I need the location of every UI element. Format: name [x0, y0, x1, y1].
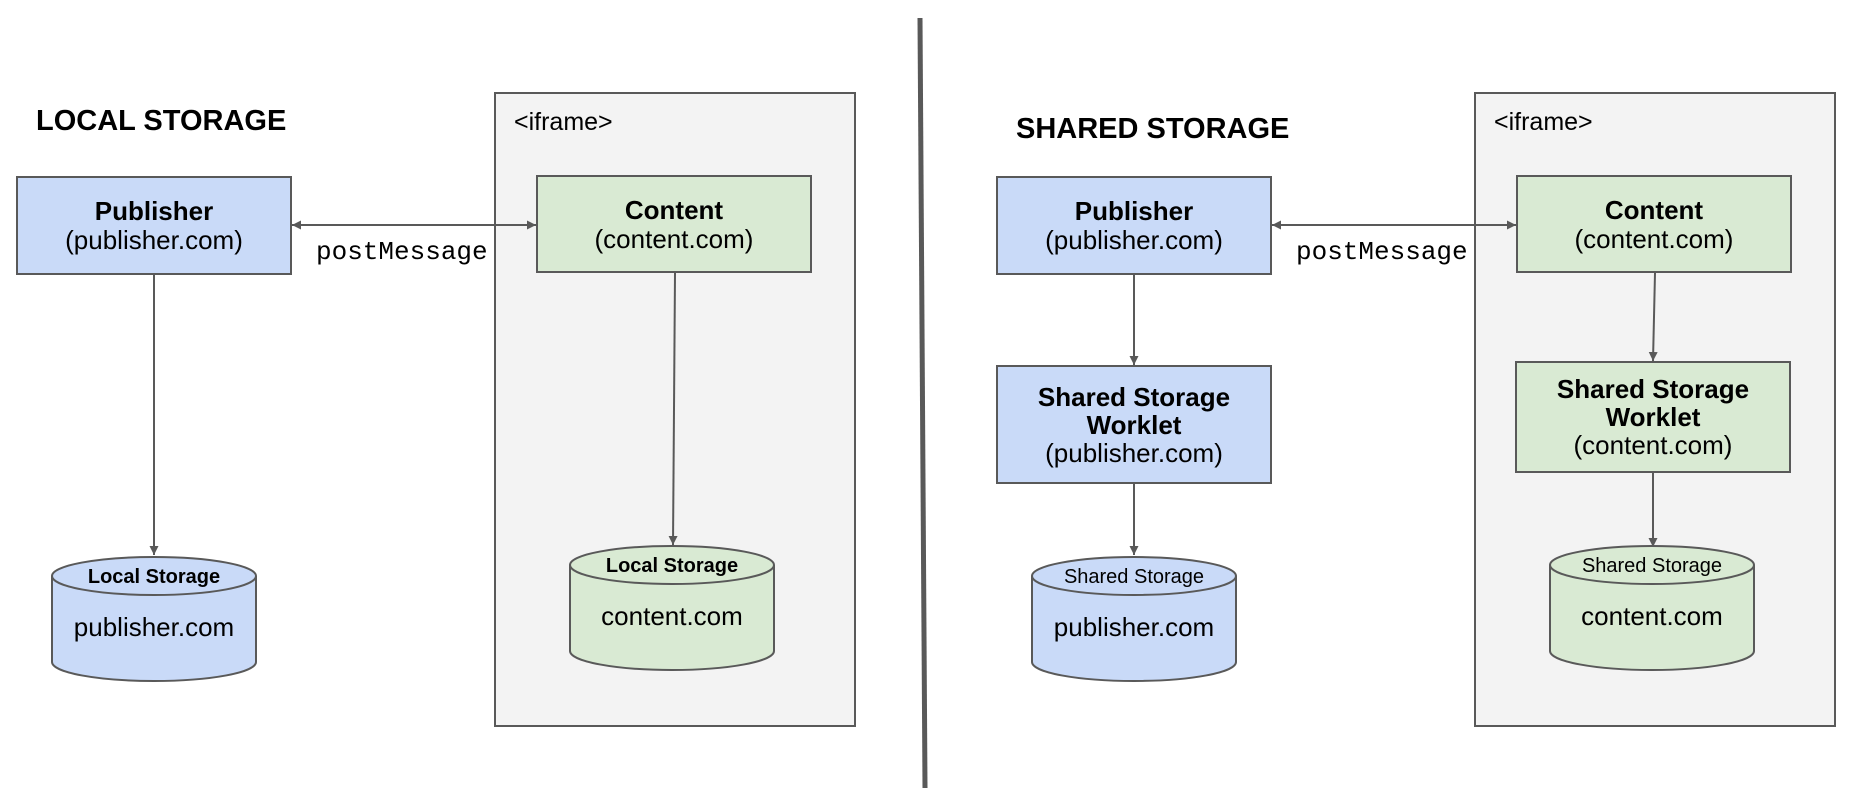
- right-content-worklet-box: Shared Storage Worklet (content.com): [1515, 361, 1791, 473]
- left-content-box: Content (content.com): [536, 175, 812, 273]
- local-storage-section: LOCAL STORAGE <iframe> Publisher (publis…: [16, 92, 856, 727]
- left-publisher-sub: (publisher.com): [65, 225, 243, 255]
- right-content-worklet-arrow: [1648, 272, 1658, 362]
- left-postmessage-label: postMessage: [316, 237, 488, 267]
- left-content-title: Content: [625, 195, 724, 225]
- right-content-title: Content: [1605, 195, 1704, 225]
- right-publisher-title: Publisher: [1075, 196, 1193, 226]
- right-content-worklet-title-1: Shared Storage: [1557, 374, 1749, 404]
- section-divider: [917, 17, 928, 789]
- left-content-storage-body: content.com: [601, 601, 743, 631]
- right-postmessage-label: postMessage: [1296, 237, 1468, 267]
- right-publisher-worklet-title-1: Shared Storage: [1038, 382, 1230, 412]
- left-content-storage-arrow: [668, 272, 678, 546]
- right-content-storage-body: content.com: [1581, 601, 1723, 631]
- left-content-storage-cylinder: Local Storage content.com: [569, 545, 775, 671]
- left-publisher-box: Publisher (publisher.com): [16, 176, 292, 275]
- shared-storage-section: SHARED STORAGE <iframe> Publisher (publi…: [996, 92, 1836, 727]
- right-content-storage-cylinder: Shared Storage content.com: [1549, 545, 1755, 671]
- right-content-worklet-sub: (content.com): [1574, 430, 1733, 460]
- right-publisher-box: Publisher (publisher.com): [996, 176, 1272, 275]
- shared-storage-title: SHARED STORAGE: [1016, 113, 1289, 145]
- right-publisher-sub: (publisher.com): [1045, 225, 1223, 255]
- right-publisher-storage-head: Shared Storage: [1064, 566, 1204, 588]
- right-iframe-label: <iframe>: [1494, 108, 1593, 136]
- left-publisher-title: Publisher: [95, 196, 213, 226]
- right-content-worklet-title-2: Worklet: [1606, 402, 1701, 432]
- right-publisher-worklet-sub: (publisher.com): [1045, 438, 1223, 468]
- right-publisher-worklet-box: Shared Storage Worklet (publisher.com): [996, 365, 1272, 484]
- left-publisher-storage-body: publisher.com: [74, 612, 234, 642]
- local-storage-title: LOCAL STORAGE: [36, 105, 286, 137]
- right-content-storage-head: Shared Storage: [1582, 555, 1722, 577]
- left-iframe-label: <iframe>: [514, 108, 613, 136]
- right-publisher-storage-cylinder: Shared Storage publisher.com: [1031, 556, 1237, 682]
- right-content-box: Content (content.com): [1516, 175, 1792, 273]
- right-content-sub: (content.com): [1575, 224, 1734, 254]
- left-publisher-storage-head: Local Storage: [88, 566, 220, 588]
- right-publisher-worklet-title-2: Worklet: [1087, 410, 1182, 440]
- left-content-storage-head: Local Storage: [606, 555, 738, 577]
- right-publisher-storage-body: publisher.com: [1054, 612, 1214, 642]
- left-publisher-storage-cylinder: Local Storage publisher.com: [51, 556, 257, 682]
- left-content-sub: (content.com): [595, 224, 754, 254]
